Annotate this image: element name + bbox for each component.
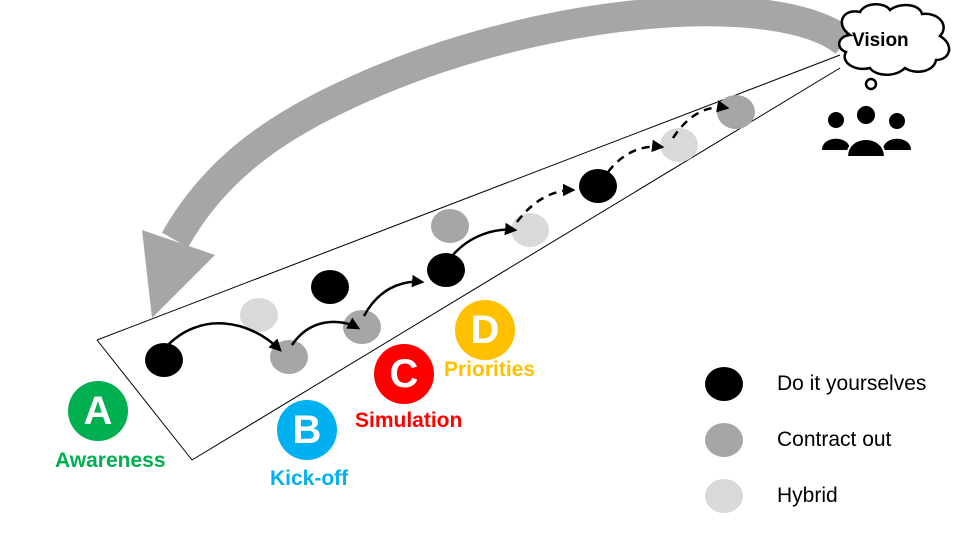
vision-cloud — [838, 3, 951, 91]
legend-label-do-it-yourselves: Do it yourselves — [777, 372, 927, 395]
stage-badge-c: C — [374, 344, 434, 404]
thought-bubble — [864, 77, 878, 91]
team-people-icon — [822, 104, 911, 158]
stage-badge-a: A — [68, 381, 128, 441]
solid-arrow — [451, 222, 518, 257]
legend-swatches — [705, 367, 743, 513]
node-contract-out — [431, 209, 469, 243]
legend-swatch-do-it-yourselves — [705, 367, 743, 401]
node-do-it-yourselves — [427, 253, 465, 287]
legend-swatch-contract-out — [705, 423, 743, 457]
node-hybrid — [660, 128, 698, 162]
node-contract-out — [717, 95, 755, 129]
dashed-arrow — [607, 139, 665, 173]
legend-label-contract-out: Contract out — [777, 428, 892, 451]
node-do-it-yourselves — [579, 169, 617, 203]
feedback-arrow-head — [142, 230, 215, 318]
feedback-arrow-body — [161, 0, 855, 248]
stage-label-awareness: Awareness — [55, 449, 166, 472]
dashed-arrow — [671, 100, 730, 139]
path-arrows — [164, 100, 730, 352]
vision-label: Vision — [852, 30, 909, 51]
path-nodes — [145, 95, 755, 377]
node-hybrid — [511, 213, 549, 247]
thought-cloud-icon — [838, 3, 951, 76]
legend-label-hybrid: Hybrid — [777, 484, 838, 507]
node-contract-out — [343, 310, 381, 344]
stage-label-priorities: Priorities — [444, 358, 536, 381]
solid-arrow — [290, 317, 361, 346]
node-do-it-yourselves — [145, 343, 183, 377]
stage-badge-b: B — [277, 400, 337, 460]
feedback-arrow — [142, 0, 855, 318]
dashed-arrow — [516, 183, 576, 223]
solid-arrow — [164, 322, 282, 352]
node-hybrid — [240, 298, 278, 332]
legend-swatch-hybrid — [705, 479, 743, 513]
stage-label-simulation: Simulation — [355, 409, 463, 432]
funnel-bottom-edge — [191, 67, 841, 461]
stage-label-kick-off: Kick-off — [270, 467, 349, 490]
solid-arrow — [362, 274, 425, 317]
node-do-it-yourselves — [311, 270, 349, 304]
funnel-left-edge — [96, 339, 193, 461]
stage-badge-d: D — [455, 300, 515, 360]
